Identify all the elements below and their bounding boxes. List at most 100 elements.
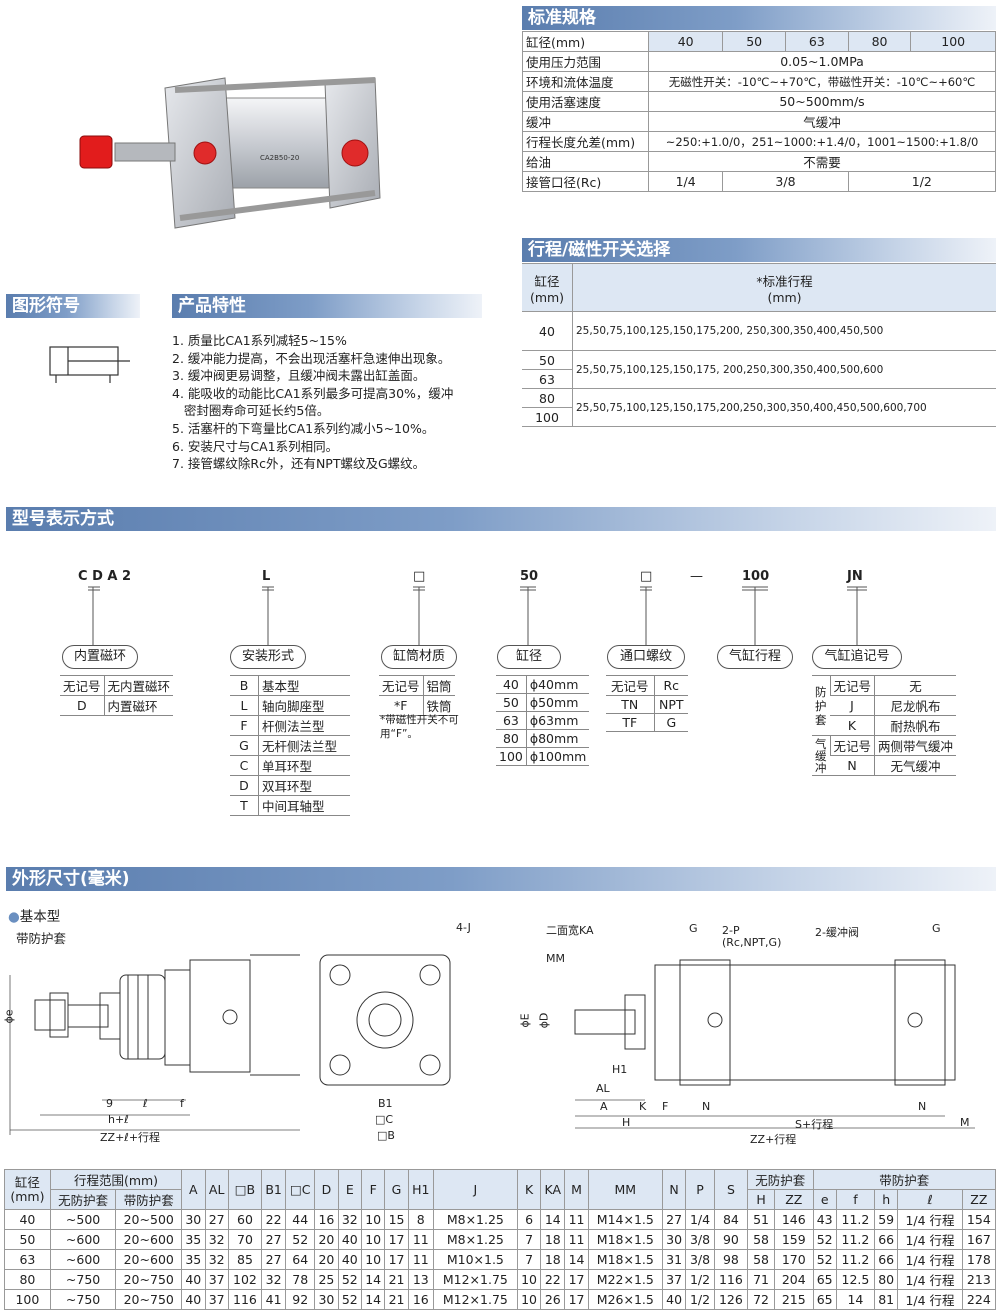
spec-bore: 80 (847, 31, 912, 52)
lbl-a: A (600, 1100, 608, 1113)
table-cell: 10 (360, 1249, 386, 1270)
pill-suffix: 气缸追记号 (812, 645, 902, 669)
table-cell: M18×1.5 (587, 1229, 663, 1250)
table-cell: 15 (384, 1209, 409, 1230)
table-cell: 43 (812, 1209, 837, 1230)
table-cell: 41 (261, 1289, 287, 1310)
table-cell: 159 (774, 1229, 814, 1250)
stroke-h2b: (mm) (767, 289, 802, 305)
table-cell: 63 (4, 1249, 51, 1270)
table-cell: 116 (227, 1289, 263, 1310)
table-cell: 30 (181, 1209, 206, 1230)
stroke-bore: 50 (522, 350, 573, 370)
lbl-b1: B1 (378, 1097, 393, 1110)
spec-value: 无磁性开关：-10℃~+70℃，带磁性开关：-10℃~+60℃ (648, 71, 996, 92)
table-cell: 58 (747, 1229, 776, 1250)
table-cell: 154 (961, 1209, 997, 1230)
lbl-m: M (960, 1116, 970, 1129)
spec-key: 使用活塞速度 (521, 91, 650, 112)
table-cell: 70 (227, 1229, 263, 1250)
table-cell: 98 (713, 1249, 749, 1270)
table-cell: 40 (337, 1229, 362, 1250)
svg-text:CA2B50-20: CA2B50-20 (260, 154, 299, 162)
table-cell: 11 (407, 1229, 434, 1250)
spec-bore: 50 (722, 31, 786, 52)
lbl-h: H (622, 1116, 631, 1129)
table-cell: 90 (713, 1229, 749, 1250)
table-cell: 100 (4, 1289, 51, 1310)
table-cell: 16 (407, 1289, 434, 1310)
table-cell: 1/4 行程 (897, 1269, 963, 1290)
spec-key: 缸径(mm) (521, 31, 650, 52)
table-cell: 20 (314, 1229, 339, 1250)
table-cell: 26 (540, 1289, 566, 1310)
stroke-bore: 63 (522, 369, 573, 389)
stroke-list: 25,50,75,100,125,150,175,200,250,300,350… (572, 388, 996, 427)
lbl-f: f (180, 1097, 184, 1110)
table-cell: 32 (337, 1209, 362, 1230)
table-cell: 17 (564, 1289, 589, 1310)
table-cell: 14 (360, 1269, 386, 1290)
lbl-l: ℓ (143, 1097, 148, 1110)
table-cell: M12×1.75 (432, 1289, 518, 1310)
pill-bore: 缸径 (497, 645, 561, 669)
drawing-end-view (319, 954, 451, 1086)
table-cell: 20~500 (115, 1209, 183, 1230)
pill-stroke: 气缸行程 (717, 645, 793, 669)
table-cell: 17 (384, 1229, 409, 1250)
table-cell: 10 (360, 1209, 386, 1230)
lbl-f2: F (662, 1100, 669, 1113)
feature-item: 3. 缓冲阀更易调整，且缓冲阀未露出缸盖面。 (172, 368, 426, 384)
table-cell: 20~750 (115, 1269, 183, 1290)
table-cell: 204 (774, 1269, 814, 1290)
table-cell: 20 (314, 1249, 339, 1270)
table-cell: 1/2 (685, 1289, 715, 1310)
feature-item: 密封圈寿命可延长约5倍。 (172, 403, 330, 419)
material-note: *带磁性开关不可用“F”。 (380, 714, 459, 740)
table-cell: 52 (812, 1249, 837, 1270)
stroke-list: 25,50,75,100,125,150,175, 200,250,300,35… (572, 350, 996, 389)
table-cell: 7 (516, 1229, 542, 1250)
lbl-g: G (689, 922, 698, 935)
dims-subtitle-2: 带防护套 (16, 931, 67, 946)
dims-subtitle: ●基本型 (8, 909, 61, 925)
table-cell: 14 (360, 1289, 386, 1310)
lbl-b: □B (377, 1129, 395, 1142)
table-cell: 215 (774, 1289, 814, 1310)
code-port: □ (640, 569, 653, 584)
table-cell: 17 (384, 1249, 409, 1270)
code-leader-lines (88, 586, 867, 645)
table-cell: 60 (227, 1209, 263, 1230)
graphic-symbol (49, 346, 130, 383)
table-cell: 35 (181, 1229, 206, 1250)
table-cell: 224 (961, 1289, 997, 1310)
pill-mount: 安装形式 (230, 645, 306, 669)
table-cell: 18 (540, 1249, 566, 1270)
lbl-al: AL (596, 1082, 610, 1095)
table-cell: 20~600 (115, 1229, 183, 1250)
table-cell: 44 (285, 1209, 316, 1230)
table-cell: 102 (227, 1269, 263, 1290)
spec-bore: 40 (648, 31, 724, 52)
table-cell: 40 (661, 1289, 687, 1310)
feature-item: 5. 活塞杆的下弯量比CA1系列约减小5~10%。 (172, 420, 435, 436)
spec-key: 缓冲 (521, 111, 650, 132)
stroke-h2: *标准行程 (756, 273, 813, 289)
table-cell: 1/2 (685, 1269, 715, 1290)
spec-value: ~250:+1.0/0，251~1000:+1.4/0，1001~1500:+1… (648, 131, 996, 152)
spec-value: 气缓冲 (648, 111, 996, 132)
table-cell: 10 (516, 1269, 542, 1290)
table-cell: 66 (873, 1249, 899, 1270)
table-cell: 72 (747, 1289, 776, 1310)
table-cell: 17 (564, 1269, 589, 1290)
spec-key: 行程长度允差(mm) (521, 131, 650, 152)
lbl-g2: G (932, 922, 941, 935)
table-cell: 30 (661, 1229, 687, 1250)
